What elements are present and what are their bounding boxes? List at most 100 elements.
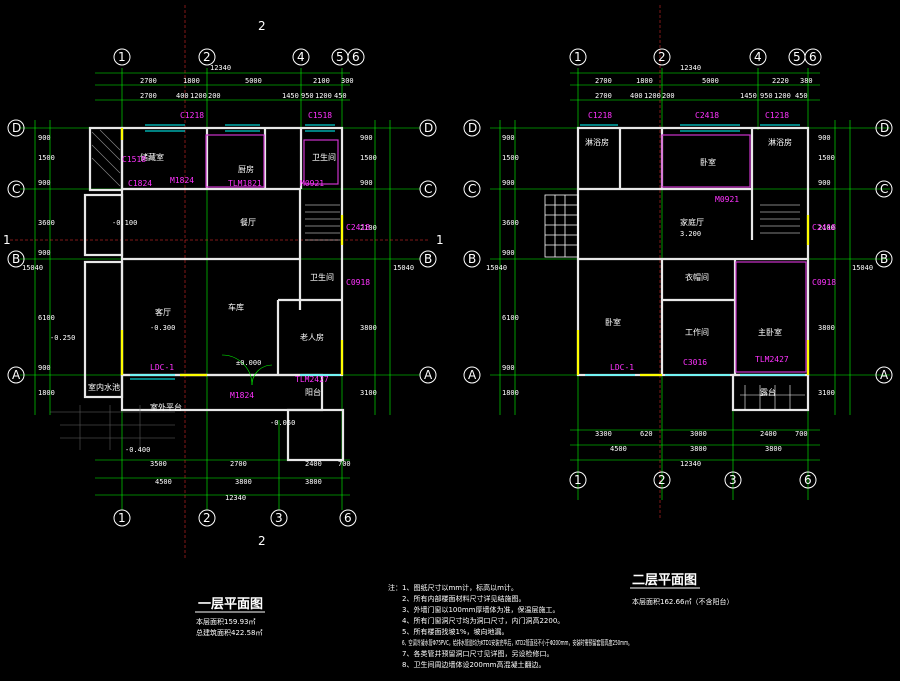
room-label: 衣帽间 xyxy=(685,272,709,282)
svg-text:5000: 5000 xyxy=(245,77,262,85)
right-dims-1: 900 1500 900 2100 3800 3100 15040 xyxy=(360,134,414,397)
svg-text:12340: 12340 xyxy=(225,494,246,502)
axis-bubble: B xyxy=(875,250,893,268)
svg-text:1500: 1500 xyxy=(360,154,377,162)
svg-text:3100: 3100 xyxy=(360,389,377,397)
svg-text:3300: 3300 xyxy=(595,430,612,438)
svg-text:3100: 3100 xyxy=(818,389,835,397)
svg-text:B: B xyxy=(880,252,888,266)
svg-text:C: C xyxy=(424,182,432,196)
svg-text:3600: 3600 xyxy=(38,219,55,227)
master-bedroom-frame xyxy=(735,261,807,373)
axis-bubble: 4 xyxy=(749,48,767,66)
axis-bubbles-left-1: D C B A xyxy=(7,119,25,384)
note-item: 3、外墙门窗以100mm厚墙体为准，保温层施工。 xyxy=(402,605,559,614)
svg-text:-0.250: -0.250 xyxy=(50,334,75,342)
room-label: 老人房 xyxy=(300,332,324,342)
svg-text:1500: 1500 xyxy=(502,154,519,162)
windows-2 xyxy=(580,124,805,376)
axis-bubble: 4 xyxy=(292,48,310,66)
svg-text:C2418: C2418 xyxy=(812,223,836,232)
axis-bubbles-left-2: D C B A xyxy=(463,119,481,384)
svg-text:M0921: M0921 xyxy=(300,179,324,188)
svg-text:1: 1 xyxy=(118,511,126,525)
room-label: 储藏室 xyxy=(140,152,164,162)
svg-text:3800: 3800 xyxy=(765,445,782,453)
svg-text:1: 1 xyxy=(118,50,126,64)
axis-bubble: A xyxy=(7,366,25,384)
svg-text:3000: 3000 xyxy=(690,430,707,438)
svg-text:3600: 3600 xyxy=(502,219,519,227)
notes-label: 注： xyxy=(388,583,402,592)
svg-text:2: 2 xyxy=(203,50,211,64)
svg-text:3: 3 xyxy=(275,511,283,525)
axis-bubble: 2 xyxy=(198,48,216,66)
svg-text:2100: 2100 xyxy=(818,224,835,232)
room-label: 室外平台 xyxy=(150,402,182,412)
svg-text:A: A xyxy=(880,368,889,382)
levels-1: -0.100 -0.300 ±0.000 -0.050 -0.400 -0.25… xyxy=(50,219,295,454)
room-label: 客厅 xyxy=(155,307,171,317)
svg-text:1200: 1200 xyxy=(644,92,661,100)
svg-text:D: D xyxy=(12,121,21,135)
room-label: 家庭厅 xyxy=(680,217,704,227)
tags-2: C1218 C2418 C1218 M0921 C3016 TLM2427 LD… xyxy=(588,111,836,372)
stair-1 xyxy=(305,204,340,241)
svg-text:1450: 1450 xyxy=(740,92,757,100)
svg-text:A: A xyxy=(424,368,433,382)
room-label: 露台 xyxy=(760,387,776,397)
plan-title: 二层平面图 xyxy=(632,573,697,588)
svg-text:2700: 2700 xyxy=(140,77,157,85)
svg-text:C1218: C1218 xyxy=(180,111,204,120)
svg-text:15040: 15040 xyxy=(393,264,414,272)
svg-text:900: 900 xyxy=(38,364,51,372)
stair-2 xyxy=(760,204,800,234)
svg-text:A: A xyxy=(12,368,21,382)
pergola-2 xyxy=(544,194,579,258)
columns-2 xyxy=(576,215,810,377)
axis-bubble: D xyxy=(7,119,25,137)
svg-text:2: 2 xyxy=(203,511,211,525)
svg-text:M1824: M1824 xyxy=(170,176,194,185)
room-label: 车库 xyxy=(228,302,244,312)
svg-text:D: D xyxy=(424,121,433,135)
bottom-dims-2: 3300 620 3000 2400 700 4500 3800 3800 12… xyxy=(595,430,808,468)
svg-text:3800: 3800 xyxy=(235,478,252,486)
svg-text:950: 950 xyxy=(760,92,773,100)
svg-text:4: 4 xyxy=(297,50,305,64)
svg-text:900: 900 xyxy=(818,134,831,142)
note-item: 1、图纸尺寸以mm计，标高以m计。 xyxy=(402,583,518,592)
axis-bubble: 5 xyxy=(331,48,349,66)
svg-text:900: 900 xyxy=(38,249,51,257)
walls-1 xyxy=(83,126,345,462)
axis-bubble: B xyxy=(7,250,25,268)
svg-text:-0.300: -0.300 xyxy=(150,324,175,332)
note-item: 5、所有楼面找坡1%，坡向地漏。 xyxy=(402,627,509,636)
axis-bubble: C xyxy=(875,180,893,198)
svg-text:300: 300 xyxy=(341,77,354,85)
svg-text:6: 6 xyxy=(804,473,812,487)
bottom-dims-1: 3500 2700 2400 700 4500 3800 3800 12340 xyxy=(150,460,351,502)
svg-text:2: 2 xyxy=(658,50,666,64)
svg-text:900: 900 xyxy=(502,249,515,257)
svg-text:C2418: C2418 xyxy=(695,111,719,120)
svg-text:900: 900 xyxy=(502,179,515,187)
svg-text:2400: 2400 xyxy=(305,460,322,468)
room-label: 卧室 xyxy=(700,157,716,167)
svg-text:M1824: M1824 xyxy=(230,391,254,400)
room-label: 主卧室 xyxy=(758,327,782,337)
axis-bubble: A xyxy=(463,366,481,384)
svg-text:900: 900 xyxy=(38,179,51,187)
svg-text:1800: 1800 xyxy=(636,77,653,85)
svg-text:450: 450 xyxy=(795,92,808,100)
svg-text:2: 2 xyxy=(258,534,266,548)
svg-text:M0921: M0921 xyxy=(715,195,739,204)
svg-text:400: 400 xyxy=(630,92,643,100)
svg-text:2: 2 xyxy=(658,473,666,487)
axis-bubbles-right-1: D C B A xyxy=(419,119,437,384)
svg-text:2700: 2700 xyxy=(595,92,612,100)
storage-hatch-1 xyxy=(91,129,121,187)
axis-bubble: D xyxy=(875,119,893,137)
svg-text:C1518: C1518 xyxy=(122,155,146,164)
